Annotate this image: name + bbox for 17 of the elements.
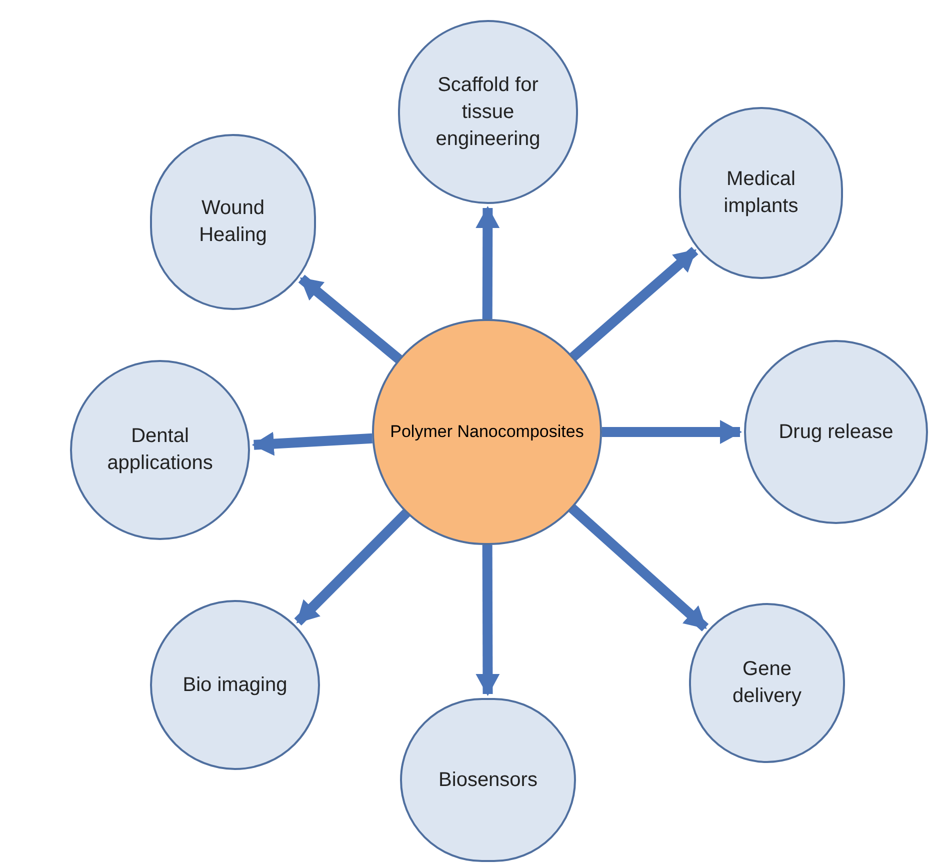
node-label: Scaffold for tissue engineering: [434, 72, 542, 152]
arrow: [602, 420, 742, 444]
node-label: Dental applications: [106, 424, 214, 476]
node-label: Bio imaging: [182, 672, 288, 698]
arrow: [298, 274, 402, 364]
node-label: Polymer Nanocomposites: [390, 421, 584, 444]
node-label: Drug release: [778, 420, 894, 444]
arrow: [476, 544, 500, 696]
arrow: [570, 246, 698, 361]
arrow: [252, 432, 372, 456]
node-label: Wound Healing: [198, 196, 268, 248]
arrow: [568, 504, 709, 632]
arrow: [476, 206, 500, 320]
node-label: Gene delivery: [732, 657, 802, 709]
node-label: Biosensors: [438, 768, 538, 792]
node-label: Medical implants: [722, 167, 800, 219]
arrow: [294, 509, 410, 626]
